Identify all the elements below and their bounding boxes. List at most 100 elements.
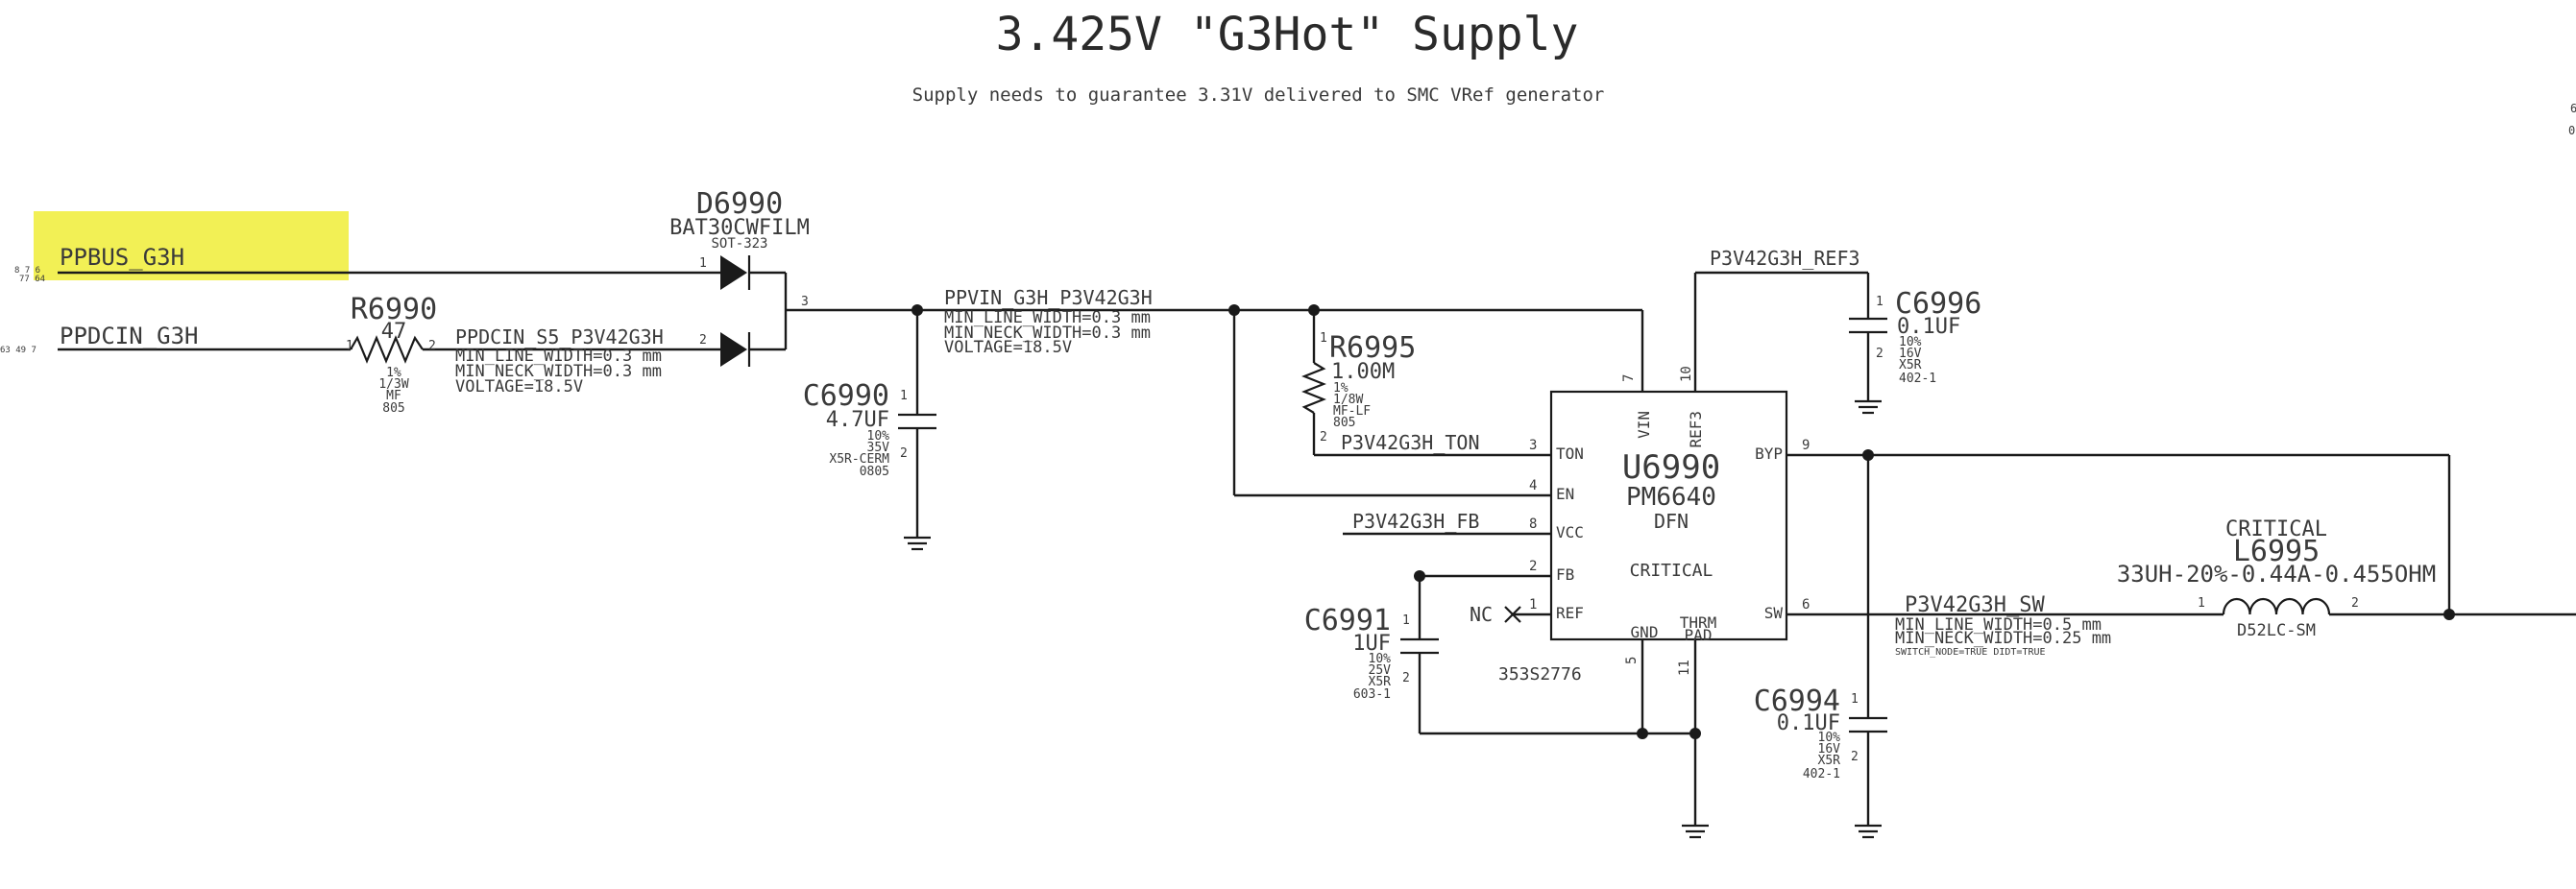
net-label-ppvin: PPVIN_G3H_P3V42G3H <box>944 286 1153 309</box>
l6995-package: D52LC-SM <box>2237 621 2316 640</box>
pin-label-ton: TON <box>1556 444 1584 463</box>
c6996-value: 0.1UF <box>1897 315 1960 339</box>
r6990-spec-pkg: 805 <box>382 401 404 416</box>
net-highlight <box>34 211 349 280</box>
diode-lower-icon <box>720 332 747 367</box>
net-label-ppdcin: PPDCIN_G3H <box>60 323 199 349</box>
capacitor-c6994: C6994 0.1UF 1 2 10% 16V X5R 402-1 <box>1754 685 1887 781</box>
c6990-pin2: 2 <box>900 446 908 461</box>
pin-label-pad: PAD <box>1685 626 1713 644</box>
s5-constraint-neck: MIN_NECK_WIDTH=0.3 mm <box>455 362 662 381</box>
net-label-ton: P3V42G3H_TON <box>1341 431 1480 454</box>
c6996-pin2: 2 <box>1876 347 1883 361</box>
c6991-pin2: 2 <box>1402 671 1410 685</box>
l6995-pin1: 1 <box>2198 596 2205 611</box>
r6990-value: 47 <box>381 320 407 344</box>
pin-label-ref3: REF3 <box>1687 411 1705 448</box>
offpage-refs-ppdcin: 63 49 7 <box>0 346 36 355</box>
c6991-spec-type: X5R <box>1369 675 1392 689</box>
l6995-pin2: 2 <box>2351 596 2359 611</box>
c6996-pin1: 1 <box>1876 295 1883 309</box>
pin-num-ref3: 10 <box>1679 366 1694 382</box>
resistor-r6995: 1 2 R6995 1.00M 1% 1/8W MF-LF 805 <box>1301 331 1416 444</box>
c6994-pin2: 2 <box>1851 750 1859 764</box>
c6991-pin1: 1 <box>1402 613 1410 628</box>
r6990-pin1: 1 <box>346 339 353 353</box>
pin-label-fb: FB <box>1556 565 1574 584</box>
pin-num-ton: 3 <box>1529 438 1537 453</box>
pin-num-thrm: 11 <box>1677 660 1692 676</box>
pin-label-vin: VIN <box>1635 411 1653 439</box>
c6994-spec-type: X5R <box>1818 754 1841 768</box>
sw-constraint-line: MIN_LINE_WIDTH=0.5 mm <box>1895 615 2102 635</box>
c6990-ref: C6990 <box>803 379 889 413</box>
c6996-spec-tol: 10% <box>1899 335 1922 349</box>
no-connect-label: NC <box>1470 603 1493 626</box>
pin-label-byp: BYP <box>1755 444 1783 463</box>
c6990-spec-tol: 10% <box>867 429 890 444</box>
c6996-spec-pkg: 402-1 <box>1899 372 1936 386</box>
junctions <box>911 304 2455 739</box>
r6995-pin1: 1 <box>1320 331 1327 346</box>
r6990-pin2: 2 <box>428 339 436 353</box>
d6990-package: SOT-323 <box>711 236 767 252</box>
r6990-ref: R6990 <box>351 293 437 326</box>
capacitor-c6991: C6991 1UF 1 2 10% 25V X5R 603-1 <box>1304 604 1439 702</box>
c6994-spec-tol: 10% <box>1818 731 1841 745</box>
r6990-spec-power: 1/3W <box>378 377 408 392</box>
pin-num-vin: 7 <box>1621 374 1637 382</box>
u6990-ref: U6990 <box>1622 448 1720 487</box>
ground-icon <box>904 536 931 551</box>
diode-d6990: D6990 BAT30CWFILM SOT-323 1 2 3 <box>669 187 810 367</box>
ground-icon <box>1682 824 1709 839</box>
u6990-part-number: 353S2776 <box>1498 664 1582 685</box>
wires <box>58 271 2576 826</box>
c6994-spec-pkg: 402-1 <box>1803 767 1840 781</box>
r6995-spec-power: 1/8W <box>1333 393 1363 407</box>
page-title: 3.425V "G3Hot" Supply <box>996 8 1579 61</box>
r6995-value: 1.00M <box>1331 360 1395 384</box>
pin-label-thrm: THRM <box>1680 613 1717 632</box>
resistor-zigzag-icon <box>1301 362 1326 414</box>
c6994-ref: C6994 <box>1754 685 1840 718</box>
l6995-value: 33UH-20%-0.44A-0.455OHM <box>2117 561 2436 588</box>
d6990-part: BAT30CWFILM <box>669 216 810 240</box>
resistor-zigzag-icon <box>350 335 424 364</box>
d6990-ref: D6990 <box>696 187 783 221</box>
pin-num-byp: 9 <box>1802 438 1810 453</box>
ground-icon <box>1855 399 1882 415</box>
ic-u6990: U6990 PM6640 DFN CRITICAL 353S2776 VIN R… <box>1498 366 1810 685</box>
r6990-spec-tol: 1% <box>386 366 401 380</box>
r6995-spec-type: MF-LF <box>1333 404 1371 419</box>
pin-num-en: 4 <box>1529 478 1537 493</box>
c6990-spec-volt: 35V <box>867 441 890 455</box>
pin-label-ref: REF <box>1556 604 1584 622</box>
c6990-spec-type: X5R-CERM <box>829 452 889 467</box>
c6996-spec-type: X5R <box>1899 358 1922 372</box>
c6991-value: 1UF <box>1352 632 1391 656</box>
offpage-mark-right-bottom: 0 <box>2568 124 2575 137</box>
c6996-ref: C6996 <box>1895 287 1981 321</box>
pin-num-vcc: 8 <box>1529 517 1537 532</box>
ground-icon <box>1855 824 1882 839</box>
d6990-pin2: 2 <box>699 333 707 348</box>
c6994-spec-volt: 16V <box>1818 742 1841 757</box>
s5-constraint-line: MIN_LINE_WIDTH=0.3 mm <box>455 347 662 366</box>
no-connect-icon <box>1504 606 1521 623</box>
c6990-pin1: 1 <box>900 389 908 403</box>
net-label-ppbus: PPBUS_G3H <box>60 244 184 271</box>
pin-num-ref: 1 <box>1529 597 1537 613</box>
vin-constraint-line: MIN_LINE_WIDTH=0.3 mm <box>944 308 1151 327</box>
pin-label-vcc: VCC <box>1556 523 1584 541</box>
pin-num-sw: 6 <box>1802 597 1810 613</box>
u6990-critical: CRITICAL <box>1630 561 1713 581</box>
r6995-spec-pkg: 805 <box>1333 416 1355 430</box>
resistor-r6990: R6990 47 1 2 1% 1/3W MF 805 <box>346 293 437 416</box>
capacitor-c6996: 1 2 C6996 0.1UF 10% 16V X5R 402-1 <box>1849 287 1981 386</box>
pin-label-en: EN <box>1556 485 1574 503</box>
page-subtitle: Supply needs to guarantee 3.31V delivere… <box>912 84 1605 106</box>
c6996-spec-volt: 16V <box>1899 347 1922 361</box>
vin-constraint-voltage: VOLTAGE=18.5V <box>944 338 1072 357</box>
r6990-spec-type: MF <box>386 389 401 403</box>
